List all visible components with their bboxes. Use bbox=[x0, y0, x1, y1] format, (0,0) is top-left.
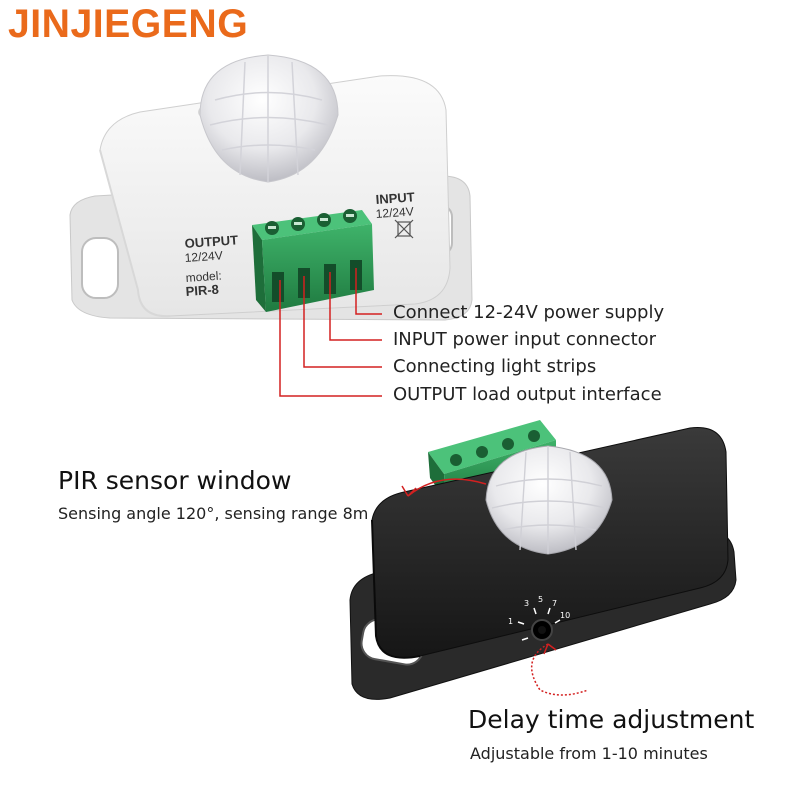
sensor-subtitle: Sensing angle 120°, sensing range 8m bbox=[58, 504, 369, 523]
black-pir-module: 1 3 5 7 10 bbox=[349, 420, 737, 700]
sensor-title: PIR sensor window bbox=[58, 466, 292, 495]
dial-arrow-icon bbox=[531, 643, 589, 696]
input-label: INPUT bbox=[375, 189, 415, 207]
callout-leader-lines bbox=[279, 268, 382, 397]
callout-input-connector: INPUT power input connector bbox=[393, 329, 657, 350]
sensor-arrow-icon bbox=[407, 478, 487, 497]
delay-subtitle: Adjustable from 1-10 minutes bbox=[470, 744, 708, 763]
dial-mark-5: 5 bbox=[538, 595, 543, 604]
recycle-bin-icon bbox=[394, 219, 414, 239]
left-mount-slot bbox=[81, 237, 119, 299]
callout-output-interface: OUTPUT load output interface bbox=[393, 384, 662, 405]
output-label: OUTPUT bbox=[184, 232, 238, 251]
callout-power-supply: Connect 12-24V power supply bbox=[393, 302, 665, 323]
brand-logo: JINJIEGENG bbox=[8, 2, 249, 46]
delay-dial: 1 3 5 7 10 bbox=[508, 595, 570, 641]
dial-mark-3: 3 bbox=[524, 599, 529, 608]
input-voltage-label: 12/24V bbox=[375, 204, 414, 221]
dial-mark-7: 7 bbox=[552, 599, 557, 608]
terminal-block-white bbox=[252, 209, 374, 312]
dial-mark-10: 10 bbox=[560, 611, 570, 620]
model-label: model: bbox=[185, 269, 222, 285]
white-pir-module: OUTPUT 12/24V model: PIR-8 INPUT 12/24V bbox=[69, 54, 473, 397]
delay-title: Delay time adjustment bbox=[468, 705, 755, 734]
model-name-label: PIR-8 bbox=[185, 282, 219, 299]
output-voltage-label: 12/24V bbox=[184, 248, 223, 265]
callout-light-strips: Connecting light strips bbox=[393, 356, 597, 377]
dial-mark-1: 1 bbox=[508, 617, 513, 626]
